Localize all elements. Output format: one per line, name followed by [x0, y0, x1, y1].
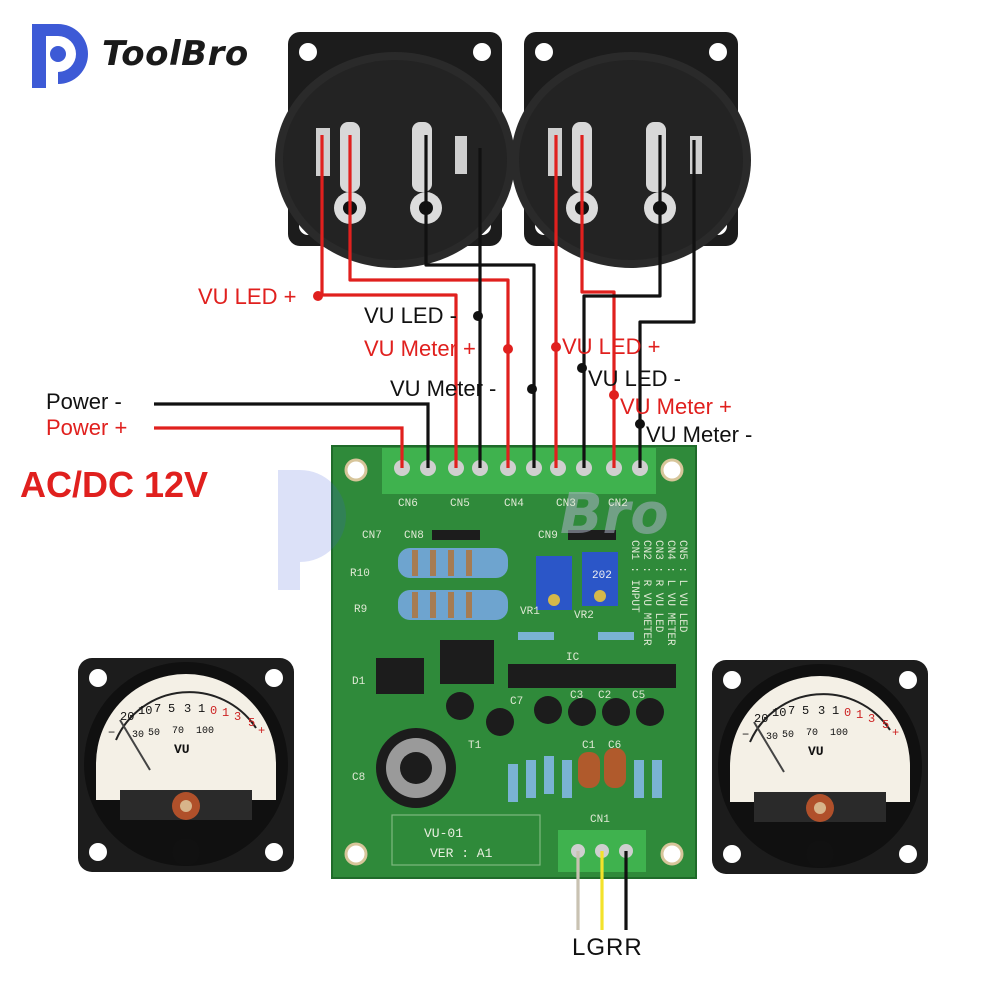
wires-right-meter	[554, 135, 696, 468]
label-power-minus: Power -	[46, 389, 122, 414]
scale-right-10: 10	[772, 706, 787, 720]
pcb-board	[331, 445, 697, 879]
brand-logo-icon	[32, 24, 88, 88]
scale-left-70: 70	[172, 726, 185, 737]
brand-name: ToolBro	[96, 22, 249, 86]
pcb-label-c6: C6	[608, 740, 622, 752]
scale-left-1: 1	[198, 702, 206, 716]
scale-right-20: 20	[754, 712, 769, 726]
pcb-label-d1: D1	[352, 676, 366, 688]
scale-right-3: 3	[818, 704, 826, 718]
label-dots	[313, 291, 645, 429]
scale-right-100: 100	[830, 728, 849, 739]
scale-right-70: 70	[806, 728, 819, 739]
scale-right-minus: −	[742, 728, 750, 742]
scale-left-vu: VU	[174, 742, 190, 757]
label-left-meter-minus: VU Meter -	[390, 376, 497, 401]
pcb-label-c3: C3	[570, 690, 584, 702]
scale-left-20: 20	[120, 710, 135, 724]
scale-left-p3: 3	[234, 710, 242, 724]
pcb-label-cn8: CN8	[404, 530, 424, 542]
pcb-label-c2: C2	[598, 690, 612, 702]
pcb-label-vr1: VR1	[520, 606, 540, 618]
pcb-label-vr2: VR2	[574, 610, 594, 622]
legend-cn4: CN4 : L VU METER	[664, 540, 676, 646]
pcb-board-name: VU-01	[424, 826, 464, 841]
pcb-board-version: VER : A1	[430, 846, 493, 861]
scale-left-3: 3	[184, 702, 192, 716]
label-input-lgr: LGRR	[572, 934, 643, 961]
scale-right-50: 50	[782, 730, 795, 741]
scale-left-p1: 1	[222, 706, 230, 720]
label-left-led-minus: VU LED -	[364, 303, 457, 328]
scale-right-5: 5	[802, 704, 810, 718]
meter-back-right	[511, 32, 751, 268]
wires-power	[154, 402, 430, 468]
scale-right-30: 30	[766, 732, 779, 743]
pcb-label-trim: 202	[592, 570, 612, 582]
meter-face-right	[712, 660, 928, 874]
watermark-logo	[278, 470, 346, 590]
meter-scale-right: 20 10 7 5 3 1 0 1 3 5 + − 30 50 70 100 V…	[742, 702, 902, 762]
pcb-legend: CN1 : INPUT CN2 : R VU METER CN3 : R VU …	[628, 540, 688, 660]
label-power-plus: Power +	[46, 415, 128, 440]
meter-scale-left: 20 10 7 5 3 1 0 1 3 5 + − 30 50 70 100 V…	[108, 700, 268, 760]
scale-left-p5: 5	[248, 716, 256, 730]
pcb-label-t1: T1	[468, 740, 482, 752]
pcb-label-cn5: CN5	[450, 498, 470, 510]
label-right-led-plus: VU LED +	[562, 334, 661, 359]
pcb-label-cn3: CN3	[556, 498, 576, 510]
pcb-label-cn7: CN7	[362, 530, 382, 542]
pcb-label-cn9: CN9	[538, 530, 558, 542]
label-right-meter-minus: VU Meter -	[646, 422, 753, 447]
scale-left-50: 50	[148, 728, 161, 739]
scale-left-minus: −	[108, 726, 116, 740]
scale-left-100: 100	[196, 726, 215, 737]
scale-right-plus: +	[892, 726, 900, 740]
legend-cn1: CN1 : INPUT	[628, 540, 640, 613]
terminal-block-top	[382, 448, 656, 494]
wires-left-meter	[320, 135, 536, 468]
pcb-label-r10: R10	[350, 568, 370, 580]
meter-face-left	[78, 658, 294, 872]
headline-voltage: AC/DC 12V	[20, 464, 209, 505]
legend-cn3: CN3 : R VU LED	[652, 540, 664, 633]
pcb-label-c7: C7	[510, 696, 524, 708]
meter-back-left	[275, 32, 515, 268]
brand-text: ToolBro	[102, 34, 249, 74]
scale-left-plus: +	[258, 724, 266, 738]
label-right-led-minus: VU LED -	[588, 366, 681, 391]
scale-right-vu: VU	[808, 744, 824, 759]
legend-cn2: CN2 : R VU METER	[640, 540, 652, 646]
scale-right-p1: 1	[856, 708, 864, 722]
scale-right-7: 7	[788, 704, 796, 718]
scale-right-1: 1	[832, 704, 840, 718]
scale-right-0: 0	[844, 706, 852, 720]
label-left-led-plus: VU LED +	[198, 284, 297, 309]
pcb-label-r9: R9	[354, 604, 368, 616]
label-right-meter-plus: VU Meter +	[620, 394, 732, 419]
pcb-label-c8: C8	[352, 772, 366, 784]
pcb-label-cn2: CN2	[608, 498, 628, 510]
pcb-label-c5: C5	[632, 690, 646, 702]
pcb-label-cn4: CN4	[504, 498, 524, 510]
scale-left-30: 30	[132, 730, 145, 741]
legend-cn5: CN5 : L VU LED	[676, 540, 688, 633]
scale-left-7: 7	[154, 702, 162, 716]
pcb-label-ic: IC	[566, 652, 580, 664]
scale-right-p3: 3	[868, 712, 876, 726]
scale-left-10: 10	[138, 704, 153, 718]
scale-left-5: 5	[168, 702, 176, 716]
wires-input	[576, 851, 628, 930]
label-left-meter-plus: VU Meter +	[364, 336, 476, 361]
scale-right-p5: 5	[882, 718, 890, 732]
pcb-label-cn6: CN6	[398, 498, 418, 510]
pcb-label-c1: C1	[582, 740, 596, 752]
pcb-label-cn1: CN1	[590, 814, 610, 826]
scale-left-0: 0	[210, 704, 218, 718]
